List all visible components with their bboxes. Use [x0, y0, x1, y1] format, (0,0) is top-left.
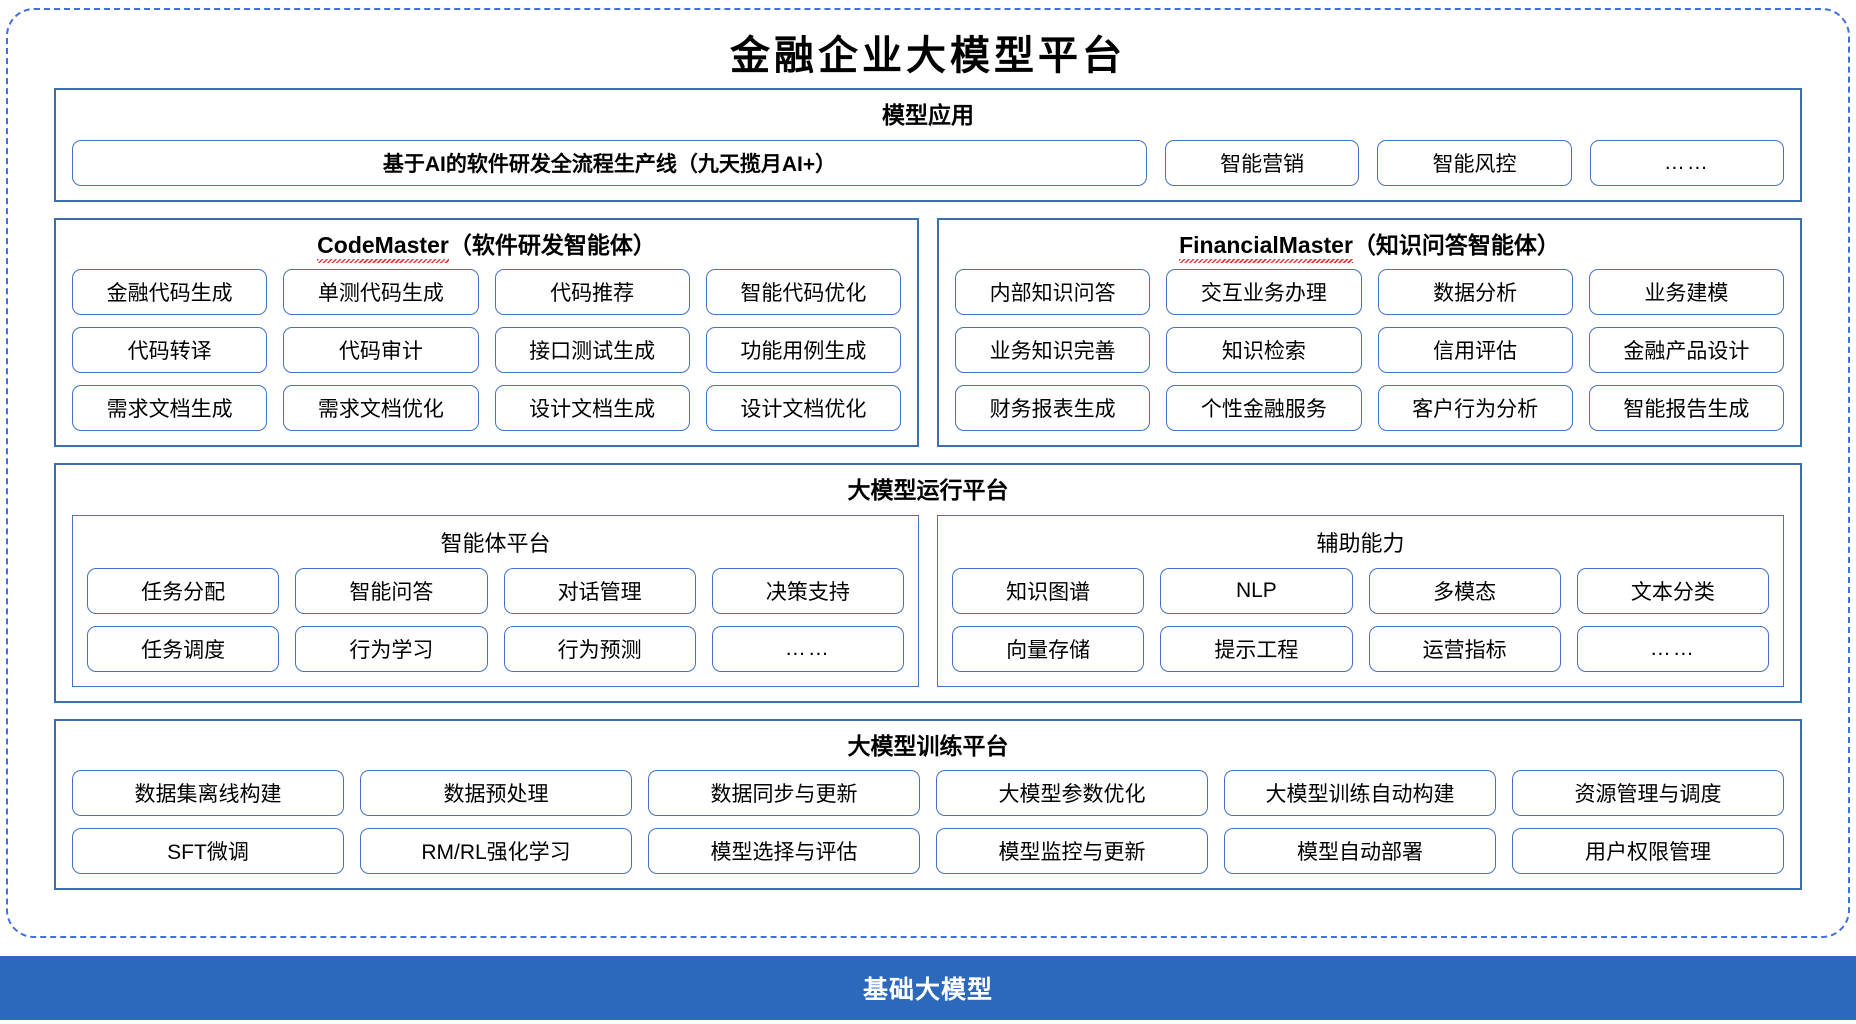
agent-platform-chip[interactable]: 任务分配 [87, 567, 280, 614]
page-title: 金融企业大模型平台 [730, 34, 1126, 78]
training-platform-chip[interactable]: 数据预处理 [360, 770, 632, 817]
training-platform-chip[interactable]: 用户权限管理 [1512, 828, 1784, 875]
agents-row: CodeMaster（软件研发智能体） 金融代码生成 单测代码生成 代码推荐 智… [54, 217, 1802, 448]
training-platform-items: 数据集离线构建 数据预处理 数据同步与更新 大模型参数优化 大模型训练自动构建 … [72, 770, 1784, 875]
runtime-subpanels: 智能体平台 任务分配 智能问答 对话管理 决策支持 任务调度 行为学习 行为预测… [72, 514, 1784, 687]
code-master-subtitle: （软件研发智能体） [448, 231, 656, 258]
code-master-items: 金融代码生成 单测代码生成 代码推荐 智能代码优化 代码转译 代码审计 接口测试… [72, 269, 901, 432]
app-chip-marketing[interactable]: 智能营销 [1165, 139, 1360, 186]
section-title-training-platform: 大模型训练平台 [847, 732, 1009, 759]
code-master-chip[interactable]: 单测代码生成 [283, 269, 479, 316]
agent-platform-items: 任务分配 智能问答 对话管理 决策支持 任务调度 行为学习 行为预测 …… [87, 567, 904, 672]
financial-master-chip[interactable]: 数据分析 [1377, 269, 1573, 316]
assist-capability-chip[interactable]: NLP [1160, 567, 1353, 614]
training-platform-chip[interactable]: 数据同步与更新 [648, 770, 920, 817]
code-master-chip[interactable]: 需求文档生成 [72, 385, 268, 432]
financial-master-chip[interactable]: 交互业务办理 [1166, 269, 1362, 316]
financial-master-chip[interactable]: 知识检索 [1166, 327, 1362, 374]
section-runtime-platform: 大模型运行平台 智能体平台 任务分配 智能问答 对话管理 决策支持 任务调度 行… [54, 463, 1802, 703]
code-master-chip[interactable]: 智能代码优化 [705, 269, 901, 316]
code-master-chip[interactable]: 功能用例生成 [705, 327, 901, 374]
platform-outer-frame: 金融企业大模型平台 模型应用 基于AI的软件研发全流程生产线（九天揽月AI+） … [6, 8, 1850, 938]
assist-capability-chip[interactable]: 提示工程 [1160, 625, 1353, 672]
code-master-chip[interactable]: 设计文档优化 [705, 385, 901, 432]
app-chip-risk-control[interactable]: 智能风控 [1377, 139, 1572, 186]
assist-capability-chip[interactable]: 运营指标 [1368, 625, 1561, 672]
financial-master-items: 内部知识问答 交互业务办理 数据分析 业务建模 业务知识完善 知识检索 信用评估… [955, 269, 1784, 432]
section-financial-master: FinancialMaster（知识问答智能体） 内部知识问答 交互业务办理 数… [937, 217, 1802, 448]
assist-capability-chip[interactable]: 向量存储 [952, 625, 1145, 672]
model-application-items: 基于AI的软件研发全流程生产线（九天揽月AI+） 智能营销 智能风控 …… [72, 139, 1784, 186]
financial-master-chip[interactable]: 个性金融服务 [1166, 385, 1362, 432]
section-title-model-application: 模型应用 [882, 102, 974, 128]
code-master-chip[interactable]: 代码审计 [283, 327, 479, 374]
assist-capability-chip-more[interactable]: …… [1576, 625, 1769, 672]
financial-master-chip[interactable]: 智能报告生成 [1588, 385, 1784, 432]
agent-platform-chip[interactable]: 对话管理 [503, 567, 696, 614]
training-platform-chip[interactable]: 大模型参数优化 [936, 770, 1208, 817]
code-master-chip[interactable]: 接口测试生成 [494, 327, 690, 374]
training-platform-chip[interactable]: 模型监控与更新 [936, 828, 1208, 875]
agent-platform-chip[interactable]: 行为学习 [295, 625, 488, 672]
financial-master-chip[interactable]: 内部知识问答 [955, 269, 1151, 316]
subpanel-title-assist-capability: 辅助能力 [1316, 530, 1405, 556]
agent-platform-chip[interactable]: 智能问答 [295, 567, 488, 614]
section-code-master: CodeMaster（软件研发智能体） 金融代码生成 单测代码生成 代码推荐 智… [54, 217, 919, 448]
training-platform-chip[interactable]: 模型选择与评估 [648, 828, 920, 875]
app-chip-flagship[interactable]: 基于AI的软件研发全流程生产线（九天揽月AI+） [72, 139, 1147, 186]
agent-platform-chip[interactable]: 决策支持 [711, 567, 904, 614]
financial-master-chip[interactable]: 业务建模 [1588, 269, 1784, 316]
training-platform-chip[interactable]: 大模型训练自动构建 [1224, 770, 1496, 817]
training-platform-chip[interactable]: 资源管理与调度 [1512, 770, 1784, 817]
training-platform-chip[interactable]: SFT微调 [72, 828, 344, 875]
code-master-chip[interactable]: 需求文档优化 [283, 385, 479, 432]
code-master-chip[interactable]: 金融代码生成 [72, 269, 268, 316]
agent-platform-chip[interactable]: 任务调度 [87, 625, 280, 672]
financial-master-chip[interactable]: 财务报表生成 [955, 385, 1151, 432]
section-title-runtime-platform: 大模型运行平台 [847, 477, 1009, 504]
subpanel-assist-capability: 辅助能力 知识图谱 NLP 多模态 文本分类 向量存储 提示工程 运营指标 …… [937, 514, 1784, 687]
subpanel-agent-platform: 智能体平台 任务分配 智能问答 对话管理 决策支持 任务调度 行为学习 行为预测… [72, 514, 919, 687]
app-chip-more[interactable]: …… [1589, 139, 1784, 186]
section-title-code-master: CodeMaster（软件研发智能体） [72, 231, 901, 263]
financial-master-name: FinancialMaster [1179, 231, 1353, 263]
financial-master-chip[interactable]: 业务知识完善 [955, 327, 1151, 374]
section-title-financial-master: FinancialMaster（知识问答智能体） [955, 231, 1784, 263]
subpanel-title-agent-platform: 智能体平台 [440, 530, 551, 556]
section-model-application: 模型应用 基于AI的软件研发全流程生产线（九天揽月AI+） 智能营销 智能风控 … [54, 88, 1802, 202]
financial-master-chip[interactable]: 信用评估 [1377, 327, 1573, 374]
agent-platform-chip-more[interactable]: …… [711, 625, 904, 672]
code-master-name: CodeMaster [317, 231, 449, 263]
code-master-chip[interactable]: 设计文档生成 [494, 385, 690, 432]
foundation-model-label: 基础大模型 [862, 976, 993, 1004]
assist-capability-chip[interactable]: 知识图谱 [952, 567, 1145, 614]
training-platform-chip[interactable]: 模型自动部署 [1224, 828, 1496, 875]
agent-platform-chip[interactable]: 行为预测 [503, 625, 696, 672]
financial-master-chip[interactable]: 客户行为分析 [1377, 385, 1573, 432]
code-master-chip[interactable]: 代码推荐 [494, 269, 690, 316]
code-master-chip[interactable]: 代码转译 [72, 327, 268, 374]
training-platform-chip[interactable]: 数据集离线构建 [72, 770, 344, 817]
financial-master-subtitle: （知识问答智能体） [1352, 231, 1560, 258]
financial-master-chip[interactable]: 金融产品设计 [1588, 327, 1784, 374]
foundation-model-bar: 基础大模型 [0, 956, 1856, 1020]
assist-capability-chip[interactable]: 多模态 [1368, 567, 1561, 614]
assist-capability-chip[interactable]: 文本分类 [1576, 567, 1769, 614]
training-platform-chip[interactable]: RM/RL强化学习 [360, 828, 632, 875]
assist-capability-items: 知识图谱 NLP 多模态 文本分类 向量存储 提示工程 运营指标 …… [952, 567, 1769, 672]
section-training-platform: 大模型训练平台 数据集离线构建 数据预处理 数据同步与更新 大模型参数优化 大模… [54, 718, 1802, 891]
